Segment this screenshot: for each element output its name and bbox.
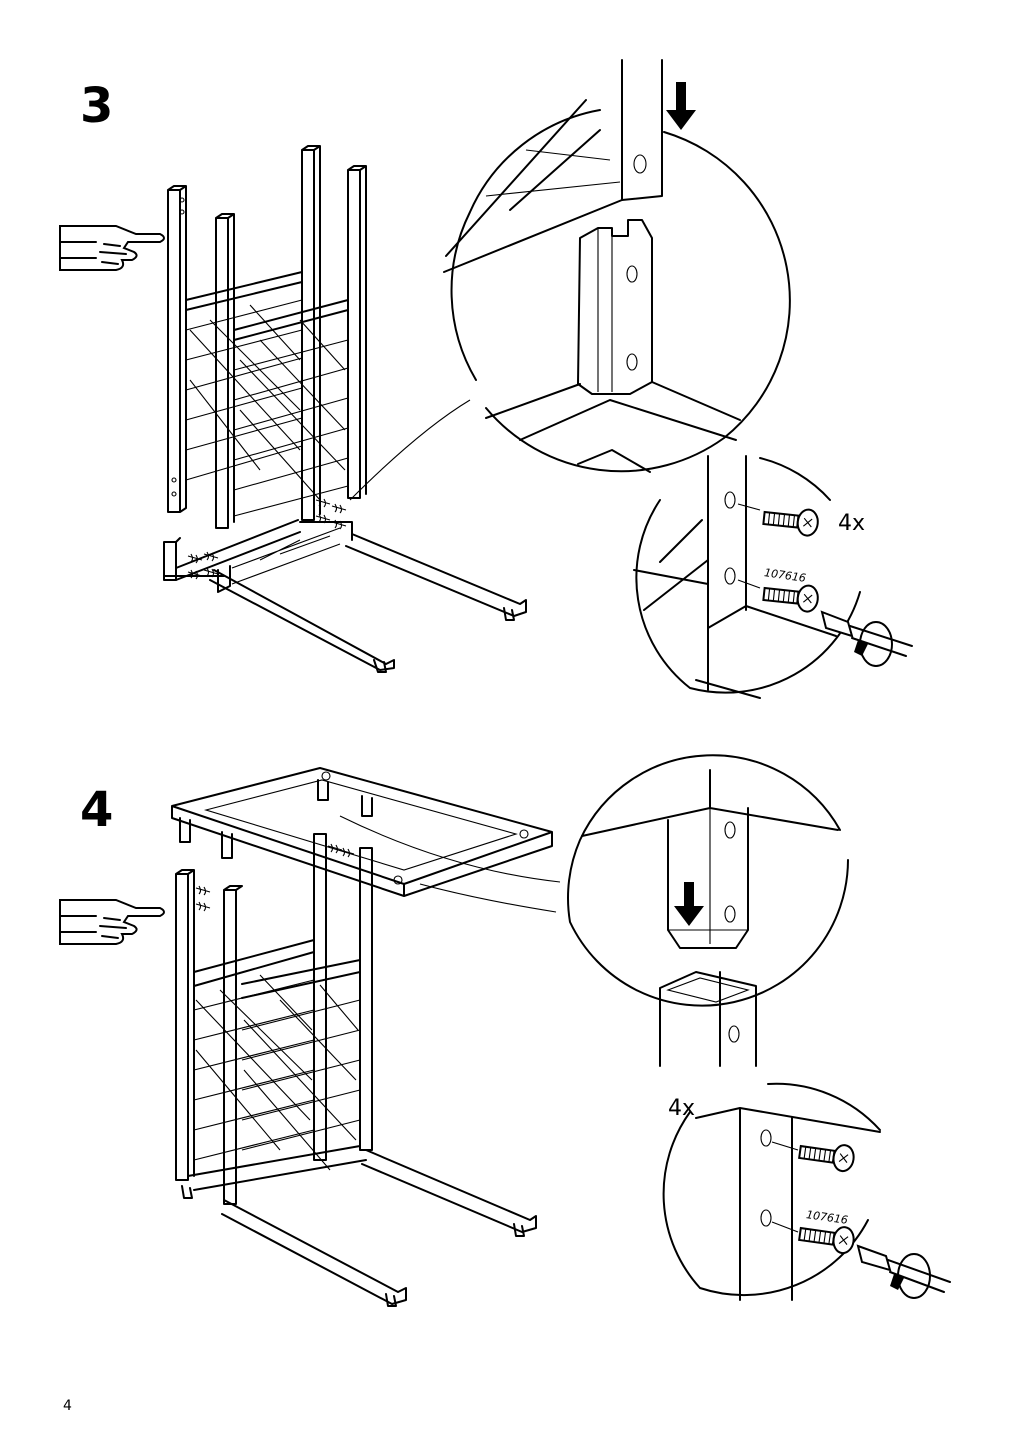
step-4-screw-quantity: 4x <box>668 1096 696 1121</box>
step-3-screw-quantity: 4x <box>838 511 866 536</box>
step3-frame-drawing <box>163 145 527 673</box>
step4-detail-leg-insert <box>339 754 849 1067</box>
step-3-number: 3 <box>80 78 114 134</box>
step-4-number: 4 <box>80 782 114 838</box>
step3-detail-screws <box>633 455 913 699</box>
step3-hand-icon <box>59 225 165 271</box>
step4-detail-screws <box>662 1082 951 1301</box>
step4-frame-drawing <box>171 767 553 1307</box>
step3-detail-leg-insert <box>349 59 791 501</box>
step4-hand-icon <box>59 899 165 945</box>
page-number: 4 <box>63 1398 72 1414</box>
